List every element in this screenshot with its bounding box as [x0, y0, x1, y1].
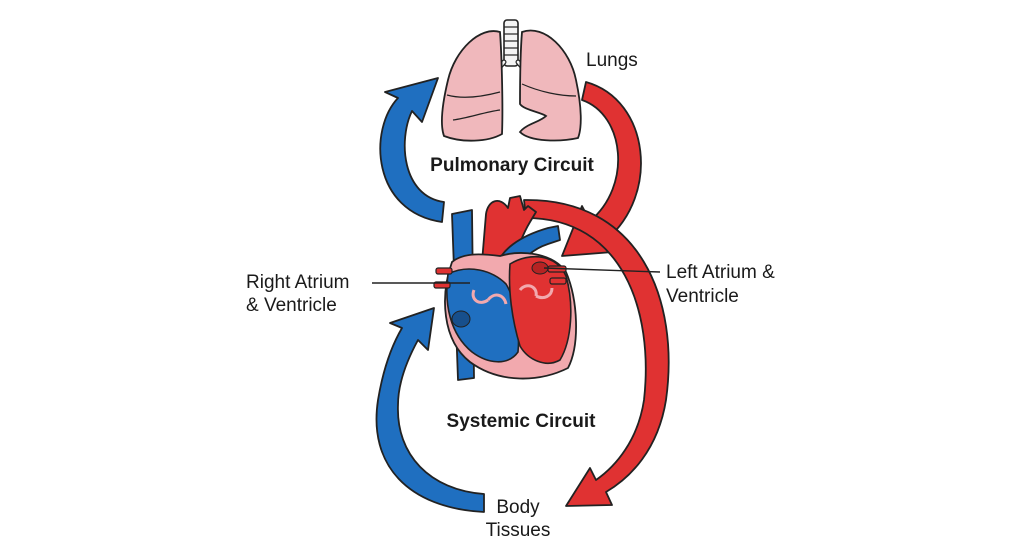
systemic-circuit-label: Systemic Circuit	[447, 411, 597, 432]
left-side-label-line2: Ventricle	[666, 286, 739, 307]
lungs-illustration	[441, 19, 582, 142]
oxygenated-flow-to-body-arrow	[523, 199, 670, 507]
body-tissues-label-line2: Tissues	[486, 520, 551, 541]
lungs-label: Lungs	[586, 50, 638, 71]
pulmonary-circuit-label: Pulmonary Circuit	[430, 155, 594, 176]
right-lung	[441, 30, 504, 142]
left-side-leader-line	[543, 267, 661, 273]
left-lung	[518, 29, 582, 142]
heart-illustration	[433, 195, 577, 381]
deoxygenated-flow-to-lungs-arrow	[379, 77, 445, 223]
right-side-label-line2: & Ventricle	[246, 295, 337, 316]
right-side-label-line1: Right Atrium	[246, 272, 349, 293]
left-side-label-line1: Left Atrium &	[666, 262, 775, 283]
right-atrium-ventricle	[446, 268, 520, 363]
deoxygenated-flow-from-body-arrow	[375, 307, 485, 513]
body-tissues-label-line1: Body	[496, 497, 540, 518]
